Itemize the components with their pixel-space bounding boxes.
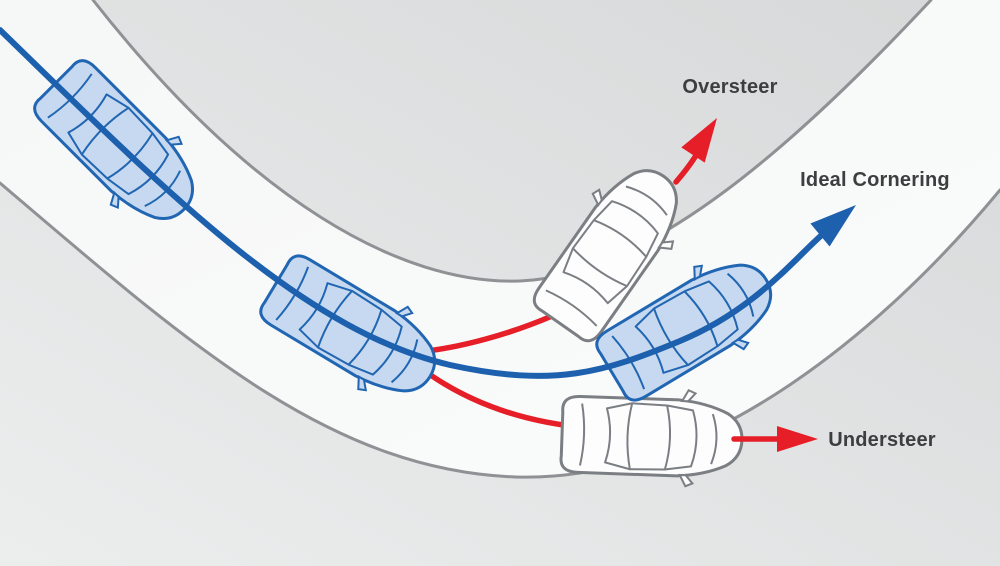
ideal-arrowhead-icon — [810, 205, 856, 247]
oversteer-arrow — [673, 118, 717, 185]
ideal-path-line — [0, 27, 827, 379]
ideal-cornering-label: Ideal Cornering — [800, 169, 950, 191]
understeer-arrowhead-icon — [777, 426, 818, 452]
oversteer-label: Oversteer — [682, 76, 777, 98]
understeer-arrow — [731, 426, 818, 452]
ideal-cornering-arrow — [0, 27, 856, 379]
oversteer-arrowhead-icon — [681, 118, 717, 163]
road-surface — [0, 0, 1000, 478]
understeer-label: Understeer — [828, 429, 936, 451]
road-inner-edge — [91, 0, 933, 283]
road-outer-edge — [0, 181, 1000, 479]
oversteer-arrow-shaft — [673, 154, 698, 185]
